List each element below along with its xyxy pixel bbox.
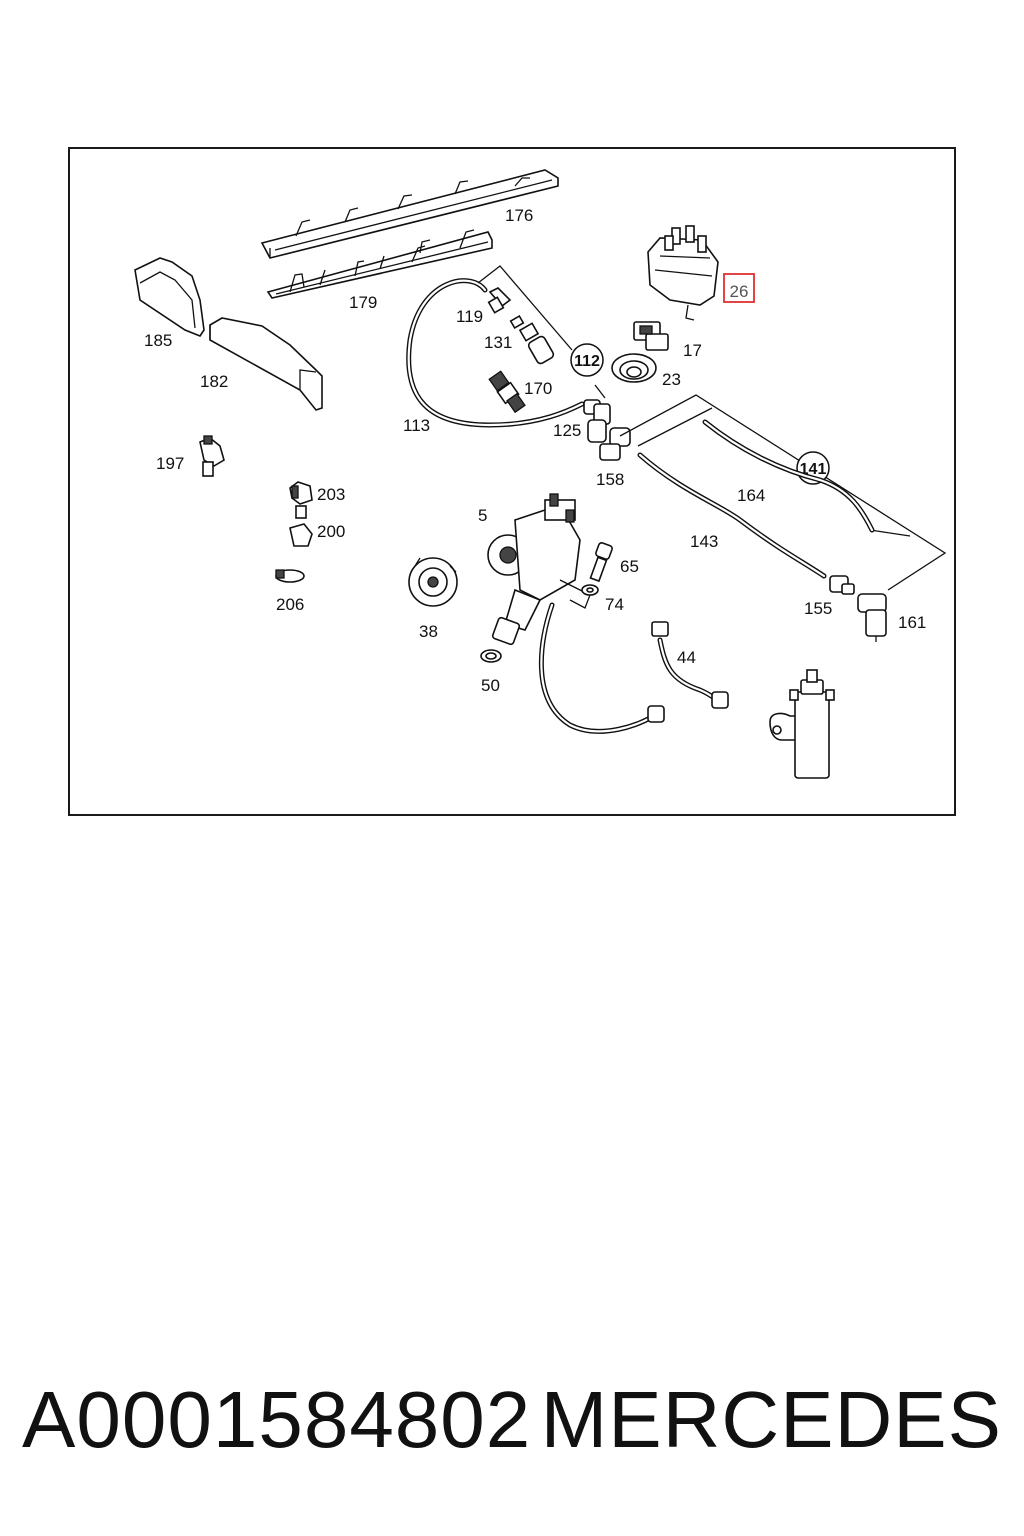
part-176-cable-duct[interactable] (260, 169, 559, 259)
label-182: 182 (200, 372, 228, 391)
label-131: 131 (484, 333, 512, 352)
label-179: 179 (349, 293, 377, 312)
part-50-o-ring[interactable] (480, 649, 502, 663)
part-5-vacuum-line (538, 602, 658, 734)
label-170: 170 (524, 379, 552, 398)
part-200-clip[interactable] (289, 505, 313, 547)
part-182-trim[interactable] (209, 317, 323, 411)
label-203: 203 (317, 485, 345, 504)
label-74: 74 (605, 595, 624, 614)
brand-name: MERCEDES (540, 1375, 1002, 1464)
svg-text:112: 112 (574, 353, 600, 370)
part-164-ignition-lead[interactable] (702, 419, 875, 533)
label-17: 17 (683, 341, 702, 360)
part-206-hose-clamp[interactable] (275, 569, 305, 583)
part-44-sensor-cable[interactable] (651, 621, 729, 709)
label-176: 176 (505, 206, 533, 225)
part-179-cable-channel[interactable] (266, 229, 493, 299)
footer: A0001584802 MERCEDES (0, 1370, 1024, 1480)
part-155-boot[interactable] (829, 575, 855, 595)
label-5: 5 (478, 506, 487, 525)
part-26-distributor-cap[interactable] (647, 225, 719, 321)
label-65: 65 (620, 557, 639, 576)
part-131-valve[interactable] (509, 314, 555, 365)
part-203-clamp[interactable] (289, 481, 313, 505)
group-141-bracket (619, 394, 947, 591)
part-143-ignition-lead[interactable] (637, 452, 827, 579)
part-23-dust-shield[interactable] (611, 353, 657, 383)
part-185-cover[interactable] (134, 257, 205, 337)
label-200: 200 (317, 522, 345, 541)
label-125: 125 (553, 421, 581, 440)
label-119: 119 (456, 307, 483, 326)
part-170-spark-plug[interactable] (488, 370, 526, 414)
part-17-rotor[interactable] (633, 321, 669, 351)
part-197-clip[interactable] (199, 435, 225, 477)
part-38-trigger-wheel[interactable] (408, 557, 458, 607)
part-119-connector[interactable] (487, 287, 512, 314)
group-112-bracket (477, 265, 606, 399)
part-65-bolt[interactable] (589, 542, 613, 583)
label-158: 158 (596, 470, 624, 489)
label-143: 143 (690, 532, 718, 551)
label-185: 185 (144, 331, 172, 350)
part-158-connector[interactable] (587, 419, 631, 461)
part-125-connector[interactable] (583, 399, 611, 425)
part-5-distributor[interactable] (487, 493, 591, 646)
part-ignition-coil[interactable] (769, 669, 835, 779)
label-113: 113 (403, 416, 430, 435)
part-5-line-end (647, 705, 665, 723)
part-161-spark-plug-connector[interactable] (857, 593, 887, 642)
label-23: 23 (662, 370, 681, 389)
label-155: 155 (804, 599, 832, 618)
part-113-vacuum-hose[interactable] (406, 278, 585, 428)
label-164: 164 (737, 486, 765, 505)
part-74-washer[interactable] (581, 584, 599, 596)
label-197: 197 (156, 454, 184, 473)
label-206: 206 (276, 595, 304, 614)
label-161: 161 (898, 613, 926, 632)
label-50: 50 (481, 676, 500, 695)
highlight-box-26[interactable] (723, 273, 755, 303)
label-38: 38 (419, 622, 438, 641)
label-26: 26 (730, 282, 749, 301)
part-number: A0001584802 (22, 1375, 532, 1464)
callout-112[interactable]: 112 (570, 343, 604, 377)
label-44: 44 (677, 648, 696, 667)
